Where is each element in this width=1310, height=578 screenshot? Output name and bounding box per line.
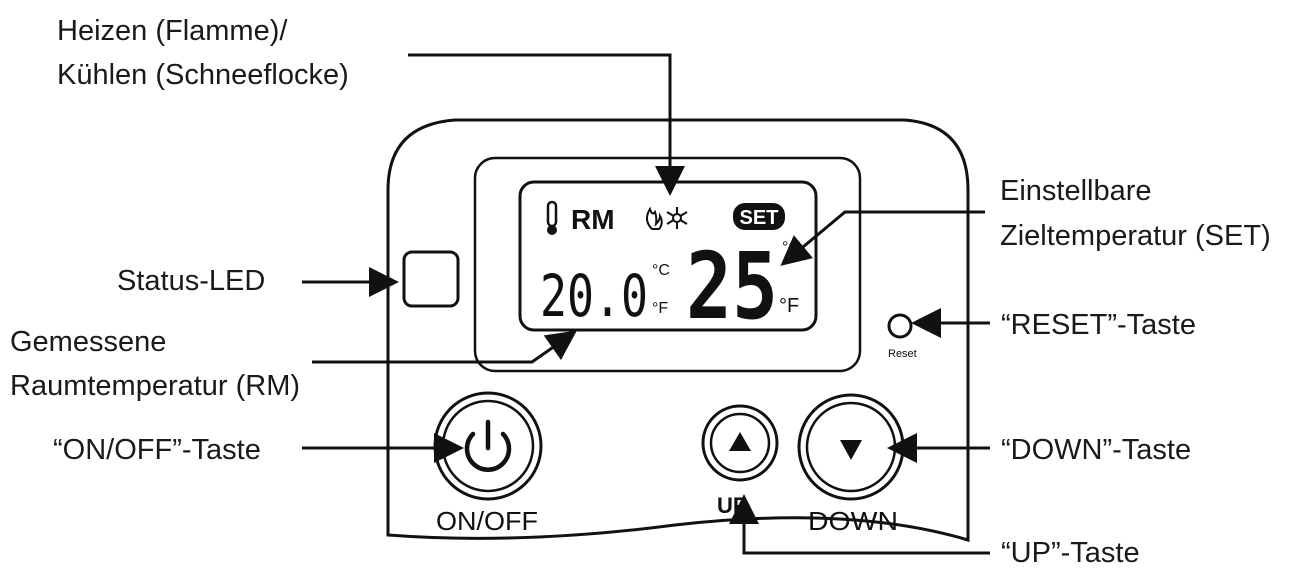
label-down: “DOWN”-Taste [1001,434,1191,466]
label-set-line1: Einstellbare [1000,175,1152,207]
set-badge: SET [740,207,779,229]
snowflake-icon [666,207,688,229]
down-button-label: DOWN [808,506,898,536]
flame-icon [646,206,663,230]
label-reset: “RESET”-Taste [1001,309,1196,341]
status-led [402,250,460,308]
reset-button-label: Reset [888,348,917,360]
up-arrow [729,494,990,555]
label-heat-cool-line1: Heizen (Flamme)/ [57,15,288,47]
thermometer-icon [546,200,558,235]
triangle-up-icon [729,432,751,451]
set-badge-bg [733,203,785,230]
label-heat-cool-line2: Kühlen (Schneeflocke) [57,59,349,91]
callout-arrows [302,53,990,555]
reset-button[interactable]: Reset [887,313,917,360]
rm-indicator: RM [571,204,615,235]
down-button[interactable] [797,393,905,501]
triangle-down-icon [840,440,862,460]
label-up: “UP”-Taste [1001,537,1140,569]
label-status-led: Status-LED [117,265,265,297]
target-unit-f: °F [779,295,799,317]
room-unit-c: °C [652,262,670,279]
room-unit-f: °F [652,300,668,317]
power-button-label: ON/OFF [436,506,538,536]
heat-cool-arrow [408,53,685,196]
up-button[interactable] [701,404,779,482]
room-temperature-readout: 20.0 [540,262,648,330]
target-temperature-readout: 25 [686,233,778,340]
power-button[interactable] [433,391,543,501]
label-room-line2: Raumtemperatur (RM) [10,370,300,402]
label-set-line2: Zieltemperatur (SET) [1000,220,1271,252]
room-temp-arrow [312,330,577,364]
label-room-line1: Gemessene [10,326,166,358]
label-onoff: “ON/OFF”-Taste [53,434,261,466]
power-icon [464,419,512,472]
set-arrow [780,210,985,266]
